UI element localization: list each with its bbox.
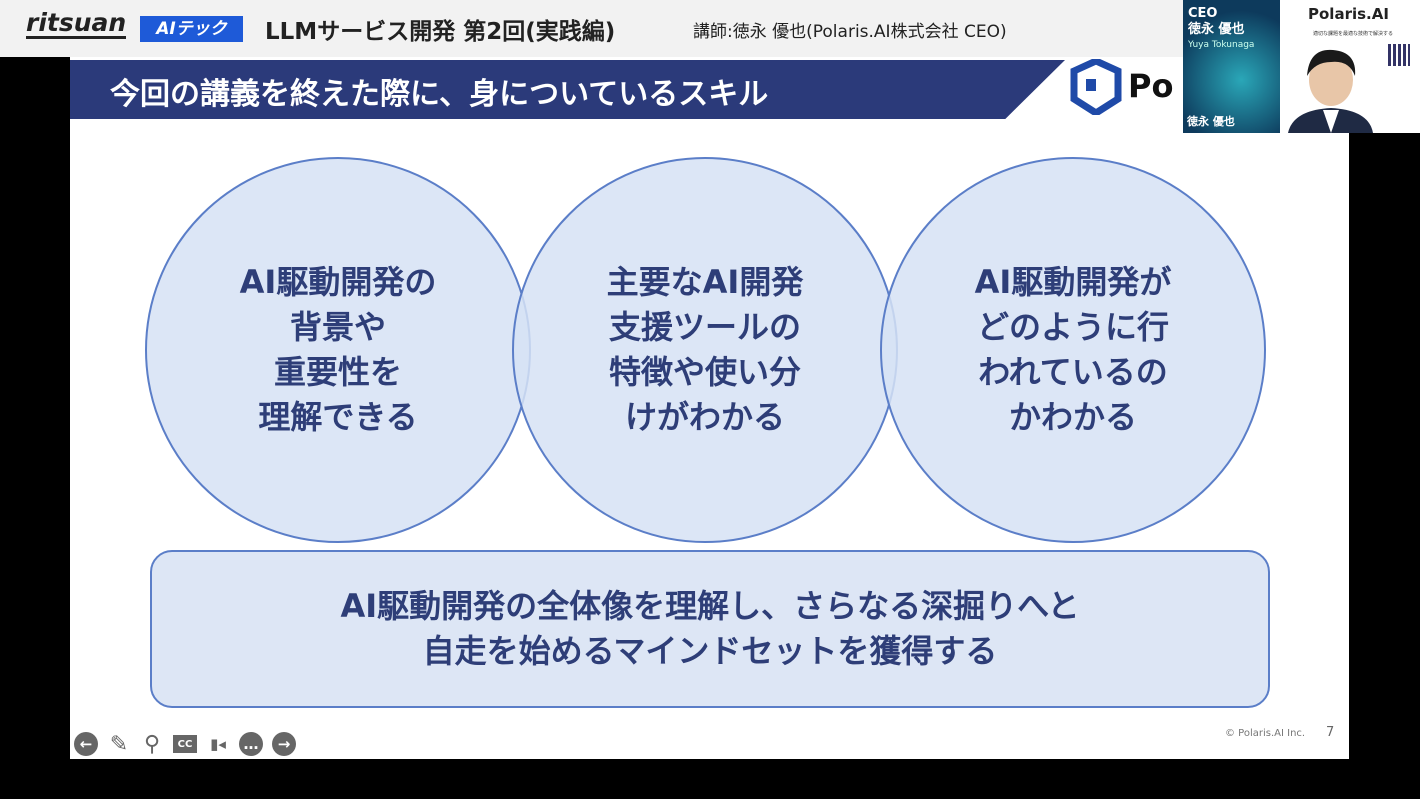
more-icon[interactable]: … [239,732,263,756]
video-icon[interactable]: ▮◂ [210,735,226,753]
polaris-company-logo: Polaris.AI [1308,5,1389,23]
lecturer-info: 講師:徳永 優也(Polaris.AI株式会社 CEO) [693,22,1007,42]
polaris-logo-text: Po [1128,67,1174,105]
skill-circle-2: 主要なAI開発 支援ツールの 特徴や使い分 けがわかる [512,157,898,543]
skill-text: 主要なAI開発 支援ツールの 特徴や使い分 けがわかる [606,263,804,436]
slide-title: 今回の講義を終えた際に、身についているスキル [110,77,769,112]
skill-text: AI駆動開発の 背景や 重要性を 理解できる [239,263,437,436]
speaker-romaji: Yuya Tokunaga [1188,40,1255,50]
speaker-video-icon [1288,49,1373,133]
slide-title-banner: 今回の講義を終えた際に、身についているスキル [70,60,1065,119]
speaker-name: 徳永 優也 [1188,22,1245,37]
slide: 今回の講義を終えた際に、身についているスキル Po AI駆動開発の 背景や 重要… [70,57,1349,759]
speaker-title: CEO [1188,6,1218,21]
polaris-logo-icon [1070,59,1122,115]
search-icon[interactable]: ⚲ [143,731,161,757]
skill-circle-1: AI駆動開発の 背景や 重要性を 理解できる [145,157,531,543]
ai-tech-badge: AIテック [140,16,243,42]
page-number: 7 [1326,725,1335,740]
slide-toolbar: ← ✎ ⚲ CC ▮◂ … → [74,731,296,757]
summary-text: AI駆動開発の全体像を理解し、さらなる深掘りへと 自走を始めるマインドセットを獲… [340,587,1080,670]
skill-text: AI駆動開発が どのように行 われているの かわかる [974,263,1172,436]
company-tagline: 適切な課題を最適な技術で解決する [1313,31,1394,37]
speaker-name-label: 徳永 優也 [1187,115,1235,128]
skill-circle-3: AI駆動開発が どのように行 われているの かわかる [880,157,1266,543]
pencil-icon[interactable]: ✎ [109,731,129,757]
summary-box: AI駆動開発の全体像を理解し、さらなる深掘りへと 自走を始めるマインドセットを獲… [150,550,1270,708]
qr-code-icon [1388,44,1410,66]
arrow-left-icon[interactable]: ← [74,732,98,756]
copyright: © Polaris.AI Inc. [1225,728,1306,739]
ritsuan-logo: ritsuan [26,8,127,39]
course-title: LLMサービス開発 第2回(実践編) [265,19,616,45]
cc-icon[interactable]: CC [173,735,197,753]
arrow-right-icon[interactable]: → [272,732,296,756]
